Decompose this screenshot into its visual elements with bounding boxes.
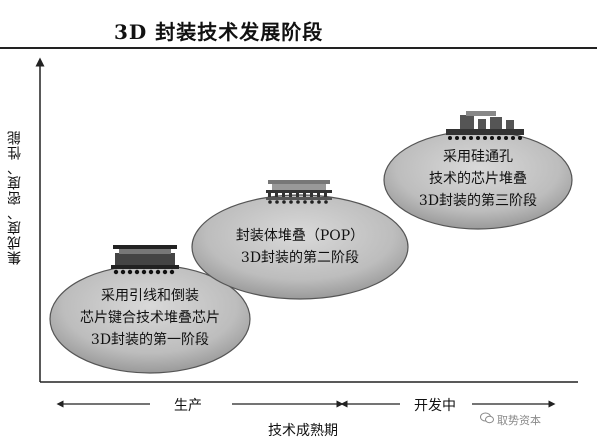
stage-1-text: 采用引线和倒装 芯片键合技术堆叠芯片 3D封装的第一阶段 <box>80 288 220 348</box>
stage-3-text: 采用硅通孔 技术的芯片堆叠 3D封装的第三阶段 <box>418 149 538 209</box>
page-title: 3D 封装技术发展阶段 <box>114 20 324 44</box>
pop-package-icon <box>266 180 332 204</box>
phase-production-label: 生产 <box>174 398 202 414</box>
wire-bond-package-icon <box>111 245 179 275</box>
watermark: 取势资本 <box>497 414 541 427</box>
phase-developing-label: 开发中 <box>414 398 456 414</box>
stage-2-text: 封装体堆叠（POP） 3D封装的第二阶段 <box>235 228 365 266</box>
x-axis-label: 技术成熟期 <box>268 423 338 439</box>
y-axis-label: 集成度、密度、性能 <box>7 130 23 265</box>
title-divider <box>0 47 597 49</box>
tsv-stack-icon <box>446 111 524 140</box>
wechat-icon <box>480 412 494 424</box>
stage-2-ellipse <box>191 194 409 300</box>
